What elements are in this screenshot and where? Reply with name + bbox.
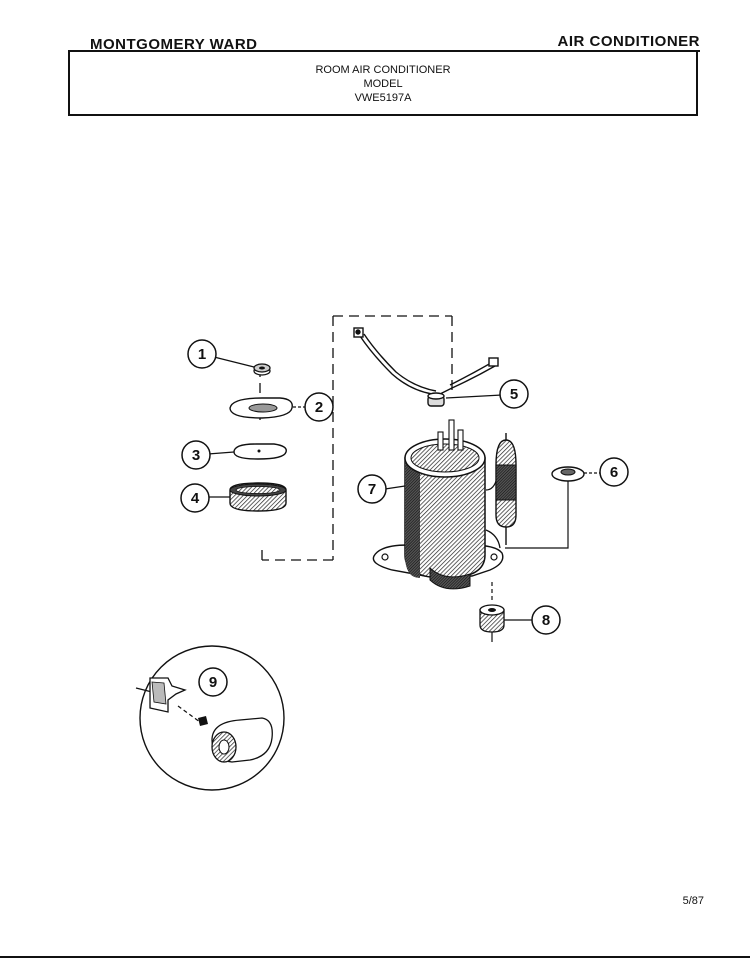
callout-7-label: 7	[368, 481, 376, 498]
part-1-nut	[253, 363, 271, 376]
part-4-insulator	[229, 482, 287, 512]
callout-7: 7	[357, 474, 406, 504]
callout-2-label: 2	[315, 399, 323, 416]
part-5-wiring-harness	[353, 327, 499, 407]
callout-9: 9	[198, 667, 228, 697]
title-line-1: ROOM AIR CONDITIONER	[315, 64, 451, 76]
part-2-terminal-cover	[229, 397, 293, 419]
brand-name: MONTGOMERY WARD	[90, 36, 258, 53]
part-8-rubber-mount	[479, 582, 505, 642]
callout-6-label: 6	[610, 464, 618, 481]
callout-5-label: 5	[510, 386, 518, 403]
part-3-gasket	[233, 443, 287, 460]
title-block: ROOM AIR CONDITIONER MODEL VWE5197A	[68, 50, 698, 116]
callout-1-label: 1	[198, 346, 206, 363]
callout-9-label: 9	[209, 674, 217, 691]
callout-1: 1	[187, 339, 255, 369]
header-rule	[68, 50, 700, 52]
callout-4: 4	[180, 483, 230, 513]
assembly-bracket	[259, 315, 453, 561]
callout-6: 6	[584, 457, 629, 487]
callout-3-label: 3	[192, 447, 200, 464]
callout-8: 8	[504, 605, 561, 635]
bottom-rule	[0, 956, 750, 958]
callout-8-label: 8	[542, 612, 550, 629]
part-7-compressor	[372, 419, 517, 590]
callout-3: 3	[181, 440, 235, 470]
part-6-grommet	[505, 466, 585, 549]
callout-5: 5	[445, 379, 529, 409]
part-9-inset-detail	[135, 645, 285, 791]
model-number: VWE5197A	[354, 92, 412, 104]
category-label: AIR CONDITIONER	[557, 33, 700, 50]
callout-4-label: 4	[191, 490, 200, 507]
callout-2: 2	[293, 392, 334, 422]
title-line-2: MODEL	[363, 78, 403, 90]
page-number: 5/87	[682, 895, 704, 907]
